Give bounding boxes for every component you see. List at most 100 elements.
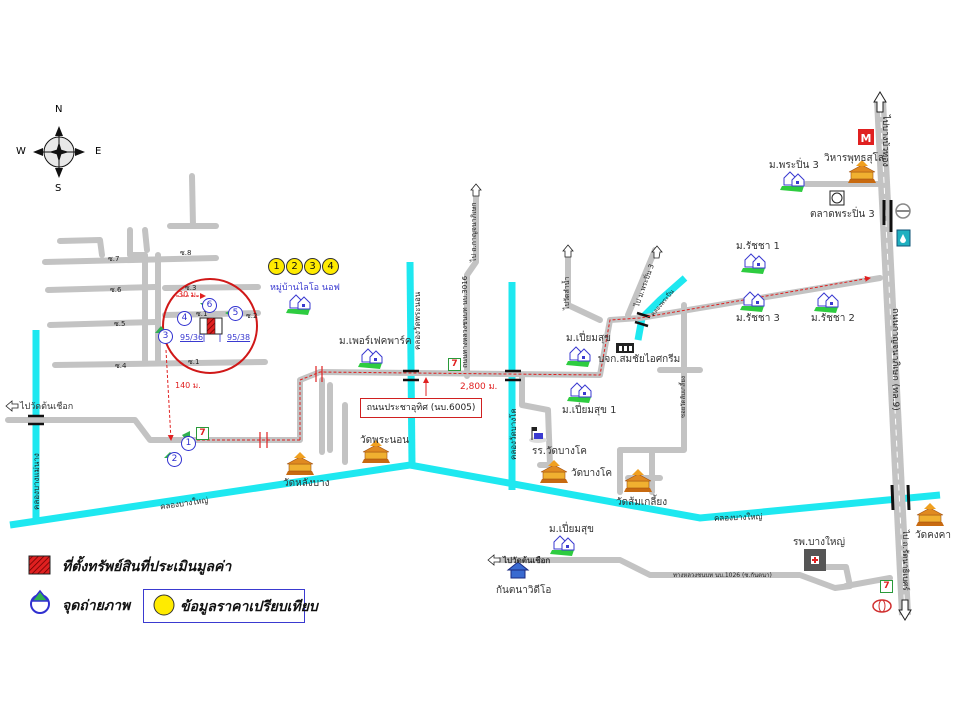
temple-label: วัดคงคา	[915, 530, 951, 541]
village-icon	[285, 294, 311, 316]
canal-khlong-bang-yai	[9, 461, 941, 529]
road-label: ซอยวัดส้มเกลี้ยง	[680, 376, 687, 418]
distance-label: 30 ม.	[178, 290, 199, 299]
village-label: ม.เพอร์เฟคพาร์ค	[339, 336, 412, 347]
village-icon	[565, 346, 591, 368]
canal-label: คลองวัดบางโค	[509, 408, 518, 460]
canals	[9, 261, 941, 529]
temple-label: วัดบางโค	[571, 468, 613, 479]
temple-icon	[285, 451, 315, 476]
arrow-down-icon	[898, 599, 912, 621]
arrow-left-icon	[5, 400, 19, 412]
main-road-label: ถนนประชาอุทิศ (นบ.6005)	[366, 403, 476, 413]
arrow-up-icon	[651, 245, 663, 259]
soi-label: ซ.5	[114, 320, 126, 328]
route	[165, 275, 871, 443]
village-label: ม.เปี่ยมสุข 1	[562, 405, 617, 416]
highway-label: ถนนกาญจนาภิเษก (ทล.9)	[890, 308, 900, 411]
legend-comparable-icon	[153, 594, 175, 616]
soi-label: ซ.1	[188, 358, 200, 366]
village-label: หมู่บ้านไลโอ นอฟ	[270, 283, 340, 293]
legend-property-swatch	[28, 555, 51, 575]
bridges	[28, 200, 911, 511]
compass-icon	[33, 126, 85, 178]
village-label: ม.พระปิ่น 3	[769, 160, 819, 171]
plot-number-label: 95/36	[180, 333, 204, 342]
arrow-up-icon	[562, 244, 574, 258]
village-label: ม.รัชชา 2	[811, 313, 855, 324]
comparable-4[interactable]: 4	[322, 258, 339, 275]
temple-label: วัดส้มเกลี้ยง	[616, 497, 668, 508]
house-icon	[506, 561, 530, 579]
canal-wat-phra-non	[406, 261, 416, 466]
arrow-up-icon	[873, 91, 887, 113]
legend-property: ที่ตั้งทรัพย์สินที่ประเมินมูลค่า	[62, 556, 231, 578]
legend-photo-point-icon	[30, 589, 50, 614]
village-icon	[813, 292, 839, 314]
arrow-left-icon	[487, 554, 501, 566]
seven-eleven-icon: 7	[196, 427, 209, 440]
village-label: ม.เปี่ยมสุข	[566, 333, 611, 344]
seven-eleven-icon: 7	[448, 358, 461, 371]
soi-label: ซ.8	[180, 249, 192, 257]
toyota-icon	[872, 599, 892, 613]
gas-station-icon	[896, 229, 911, 247]
nissan-icon	[895, 203, 911, 219]
compass-east-label: E	[95, 146, 102, 157]
soi-label: ซ.2	[246, 312, 258, 320]
company-label: บจก.สมชัยไอศกรีม	[598, 354, 681, 365]
seven-eleven-icon: 7	[880, 580, 893, 593]
legend-photo-point: จุดถ่ายภาพ	[62, 595, 130, 617]
property-highlight-circle	[162, 278, 258, 374]
school-label: รร.วัดบางโค	[532, 446, 587, 457]
photo-point-3[interactable]: 3	[158, 329, 173, 344]
village-icon	[779, 171, 805, 193]
legend-comparable-box	[143, 589, 305, 623]
factory-icon	[616, 343, 634, 353]
soi-label: ซ.4	[115, 362, 127, 370]
direction-label: ไปวัดต้นเชือก	[20, 402, 74, 412]
company-label: กันตนาวิดีโอ	[496, 585, 552, 596]
road-label: ถนนทางหลวงชนบท นบ.3016	[461, 275, 469, 368]
photo-point-1[interactable]: 1	[181, 436, 196, 451]
legend-property-label: ที่ตั้งทรัพย์สินที่ประเมินมูลค่า	[62, 559, 232, 575]
photo-point-4[interactable]: 4	[177, 311, 192, 326]
distance-label: 140 ม.	[175, 381, 201, 390]
photo-point-6[interactable]: 6	[202, 298, 217, 313]
hospital-label: รพ.บางใหญ่	[793, 537, 845, 548]
property-parcel	[199, 317, 223, 342]
market-label: ตลาดพระปิ่น 3	[810, 209, 875, 220]
svg-text:M: M	[861, 132, 872, 145]
temple-label: วัดหลังบาง	[283, 478, 330, 489]
comparable-1[interactable]: 1	[268, 258, 285, 275]
photo-point-5[interactable]: 5	[228, 306, 243, 321]
roads	[5, 173, 893, 591]
village-label: ม.เปี่ยมสุข	[549, 524, 594, 535]
canal-label: คลองบางใหญ่	[713, 512, 763, 523]
direction-label: ไปวัดต้นเชือก	[503, 556, 551, 565]
hospital-icon	[804, 549, 826, 571]
legend-comparable-label: ข้อมูลราคาเปรียบเทียบ	[180, 599, 318, 615]
temple-icon	[915, 502, 945, 527]
temple-label: วิหารพุทธสุโส	[824, 153, 885, 164]
legend-comparable: ข้อมูลราคาเปรียบเทียบ	[180, 596, 318, 618]
village-icon	[566, 382, 592, 404]
direction-label: ไปวัดลำน้ำ	[563, 276, 571, 310]
school-icon	[529, 427, 547, 443]
arrow-up-icon	[470, 183, 482, 197]
compass-north-label: N	[55, 104, 63, 115]
legend-photo-point-label: จุดถ่ายภาพ	[62, 598, 131, 614]
photo-point-2[interactable]: 2	[167, 452, 182, 467]
soi-label: ซ.7	[108, 255, 120, 263]
direction-label: ไป ถ.รัตนาธิเบศร์	[901, 530, 910, 591]
village-icon	[740, 253, 766, 275]
comparable-2[interactable]: 2	[286, 258, 303, 275]
soi-label: ซ.1	[196, 310, 208, 318]
main-road-label-box: ถนนประชาอุทิศ (นบ.6005)	[360, 398, 482, 418]
compass-south-label: S	[55, 183, 62, 194]
direction-label: ไป ถ.กาญจนาภิเษก	[470, 202, 478, 262]
comparable-3[interactable]: 3	[304, 258, 321, 275]
plot-number-label: 95/38	[227, 333, 251, 342]
village-label: ม.รัชชา 3	[736, 313, 780, 324]
